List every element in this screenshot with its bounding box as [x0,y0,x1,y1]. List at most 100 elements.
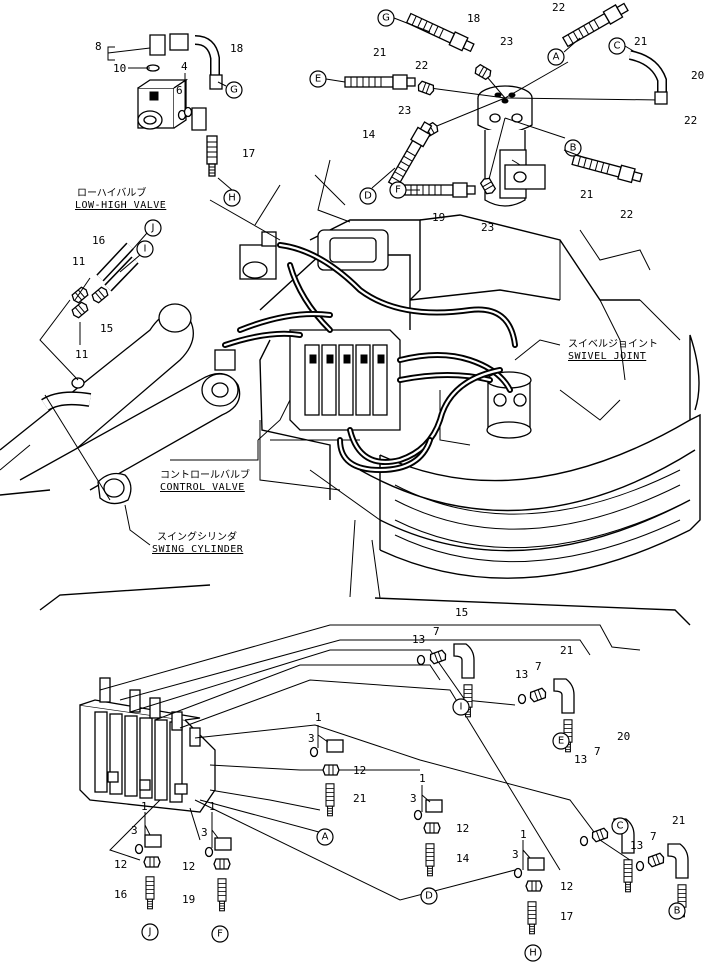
callout-F-top: F [389,181,407,199]
boom-cylinder [0,303,194,481]
part-number-3: 3 [512,848,519,861]
svg-text:コントロールバルブ: コントロールバルブ [160,468,250,481]
part-number-22: 22 [415,59,428,72]
part-number-22: 22 [552,1,565,14]
part-number-12: 12 [353,764,366,777]
svg-text:J: J [148,927,152,938]
part-number-22: 22 [684,114,697,127]
hoses-mid [222,242,518,474]
hose-18-top [405,11,476,55]
label-control-valve: コントロールバルブ CONTROL VALVE [160,468,250,493]
cylinder-fittings [41,242,139,412]
part-number-22: 22 [620,208,633,221]
part-number-11: 11 [75,348,88,361]
part-number-11: 11 [72,255,85,268]
leader-11 [39,299,79,381]
svg-text:スイベルジョイント: スイベルジョイント [568,338,658,350]
svg-text:J: J [151,223,155,234]
low-high-valve-exploded [137,33,223,177]
part-number-10: 10 [113,62,126,75]
part-number-3: 3 [201,826,208,839]
part-number-14: 14 [362,128,376,141]
part-number-18: 18 [230,42,243,55]
callout-leaders [119,17,636,273]
swing-cylinder [19,349,241,505]
callout-E-top: E [309,70,327,88]
svg-text:C: C [617,821,624,832]
hose-21-e [344,74,416,90]
callout-J-bot: J [141,923,159,941]
svg-text:SWING CYLINDER: SWING CYLINDER [152,544,244,555]
part-number-13: 13 [412,633,425,646]
svg-text:E: E [315,74,321,85]
svg-text:A: A [322,832,329,843]
callout-I-bot: I [452,698,470,716]
svg-text:I: I [144,244,147,255]
swivel-joint-head [477,85,546,207]
callout-A-top: A [547,48,565,66]
control-valve-block-mid [289,329,401,431]
part-number-7: 7 [433,625,440,638]
part-number-7: 7 [535,660,542,673]
svg-text:CONTROL VALVE: CONTROL VALVE [160,482,245,493]
svg-text:ローハイバルブ: ローハイバルブ [77,186,146,199]
control-valve-detail [79,677,216,813]
part-number-1: 1 [520,828,527,841]
svg-text:B: B [570,143,577,154]
part-number-16: 16 [114,888,127,901]
hose-14-top [386,119,435,189]
part-number-17: 17 [242,147,255,160]
label-swivel-joint: スイベルジョイント SWIVEL JOINT [568,338,658,362]
part-number-12: 12 [182,860,195,873]
part-number-17: 17 [560,910,573,923]
part-number-23: 23 [481,221,494,234]
svg-text:E: E [558,736,564,747]
part-number-1: 1 [141,800,148,813]
part-number-23: 23 [500,35,513,48]
label-low-high-valve: ローハイバルブ LOW-HIGH VALVE [75,186,166,211]
part-number-13: 13 [574,753,587,766]
hose-20-top [628,50,668,105]
part-number-1: 1 [315,711,322,724]
part-number-21: 21 [634,35,647,48]
callout-J-mid: J [144,219,162,237]
part-number-7: 7 [650,830,657,843]
adapter-22-e [416,79,436,97]
callout-I-mid: I [136,240,154,258]
part-number-20: 20 [691,69,704,82]
part-number-21: 21 [353,792,366,805]
part-number-1: 1 [209,800,216,813]
part-number-19: 19 [432,211,445,224]
part-number-7: 7 [594,745,601,758]
svg-text:D: D [425,891,433,902]
callout-A-bot: A [316,828,334,846]
svg-text:SWIVEL JOINT: SWIVEL JOINT [568,351,646,362]
part-number-20: 20 [617,730,630,743]
svg-text:B: B [674,906,681,917]
part-number-1: 1 [419,772,426,785]
callout-E-bot: E [552,732,570,750]
detail-frame [0,159,691,626]
part-number-8: 8 [95,40,102,53]
callout-C-bot: C [611,817,629,835]
part-number-21: 21 [560,644,573,657]
part-number-14: 14 [456,852,470,865]
svg-text:スイングシリンダ: スイングシリンダ [157,530,237,543]
svg-text:LOW-HIGH VALVE: LOW-HIGH VALVE [75,200,166,211]
routing-lines [99,624,641,901]
part-number-3: 3 [410,792,417,805]
part-number-12: 12 [114,858,127,871]
callout-H-top: H [223,189,241,207]
part-number-16: 16 [92,234,105,247]
part-number-21: 21 [672,814,685,827]
part-number-3: 3 [131,824,138,837]
part-number-23: 23 [398,104,411,117]
part-number-6: 6 [176,84,183,97]
svg-text:G: G [230,85,238,96]
callout-G-tl: G [225,81,243,99]
part-number-18: 18 [467,12,480,25]
svg-text:G: G [382,13,390,24]
low-high-valve-mid [239,231,277,280]
swivel-top-leaders [429,61,661,184]
part-number-19: 19 [182,893,195,906]
